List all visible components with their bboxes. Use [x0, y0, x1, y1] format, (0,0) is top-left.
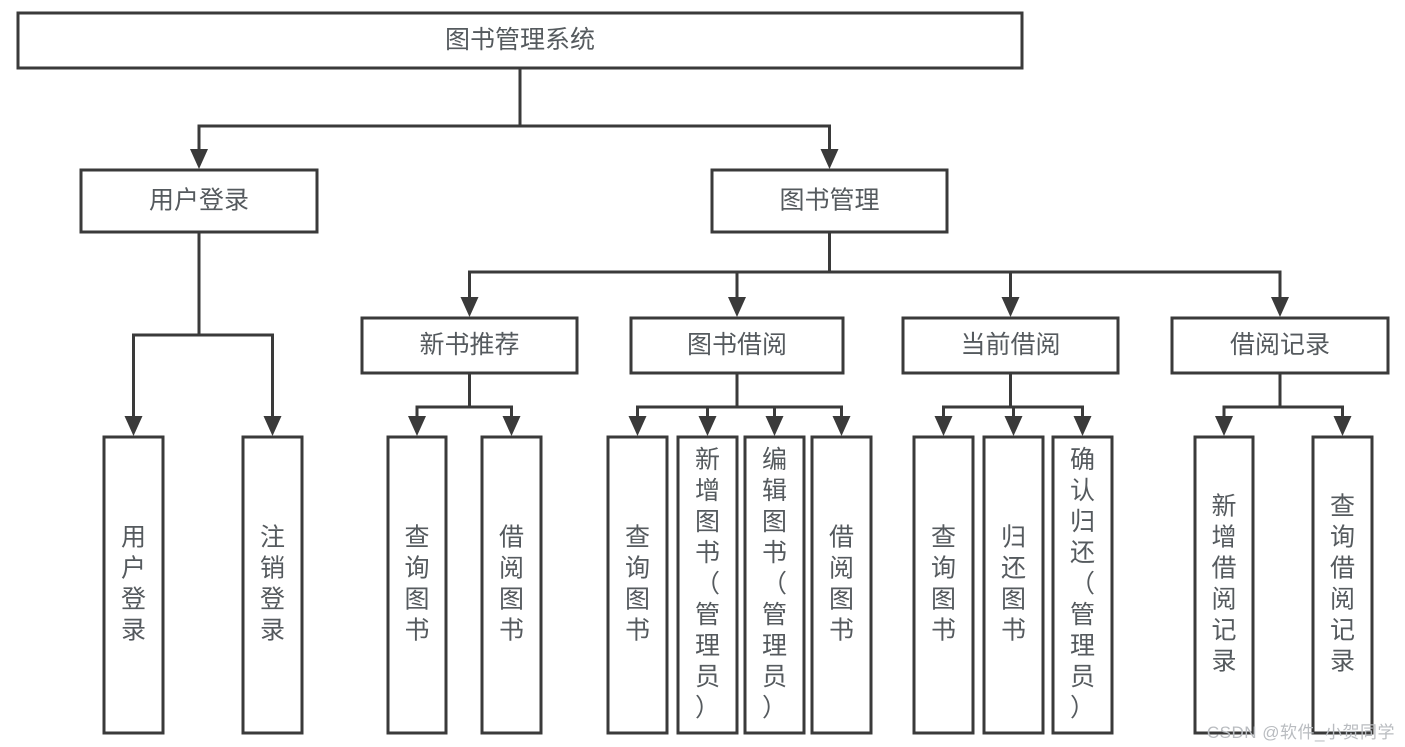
connector-lines — [124, 66, 1352, 436]
node-new-book-rec-label: 新书推荐 — [419, 331, 519, 359]
node-leaf-borrow-book[interactable]: 借阅图书 — [810, 435, 873, 735]
node-leaf-add-record-label: 新增借阅记录 — [1211, 492, 1236, 675]
node-root-box[interactable] — [16, 11, 1024, 70]
arrow-head-icon — [628, 416, 647, 436]
node-current-borrow-box[interactable] — [901, 316, 1120, 375]
node-leaf-add-book[interactable]: 新增图书（管理员） — [676, 435, 739, 735]
node-current-borrow[interactable]: 当前借阅 — [901, 316, 1120, 375]
node-leaf-edit-book[interactable]: 编辑图书（管理员） — [743, 435, 806, 735]
arrow-head-icon — [502, 416, 521, 436]
arrow-head-icon — [124, 416, 143, 436]
arrow-head-icon — [460, 297, 479, 317]
node-book-manage-label: 图书管理 — [779, 187, 879, 215]
node-leaf-return-book-box[interactable] — [982, 435, 1045, 735]
node-leaf-query-book-rec-box[interactable] — [386, 435, 448, 735]
node-leaf-query-book-borrow[interactable]: 查询图书 — [606, 435, 669, 735]
node-book-borrow[interactable]: 图书借阅 — [629, 316, 845, 375]
node-leaf-query-record[interactable]: 查询借阅记录 — [1311, 435, 1374, 735]
arrow-head-icon — [1001, 297, 1020, 317]
node-user-login-label: 用户登录 — [149, 187, 249, 215]
arrow-head-icon — [1271, 297, 1289, 317]
node-leaf-query-book-cur[interactable]: 查询图书 — [912, 435, 975, 735]
node-leaf-query-record-box[interactable] — [1311, 435, 1374, 735]
node-leaf-query-book-cur-label: 查询图书 — [931, 523, 956, 644]
node-leaf-borrow-book-box[interactable] — [810, 435, 873, 735]
node-borrow-record[interactable]: 借阅记录 — [1170, 316, 1390, 375]
node-leaf-borrow-book-rec[interactable]: 借阅图书 — [480, 435, 543, 735]
node-current-borrow-label: 当前借阅 — [960, 331, 1060, 359]
node-leaf-confirm-return-label: 确认归还（管理员） — [1070, 446, 1095, 722]
arrow-head-icon — [934, 416, 953, 436]
node-leaf-query-book-rec[interactable]: 查询图书 — [386, 435, 448, 735]
node-book-manage[interactable]: 图书管理 — [710, 168, 949, 234]
node-leaf-logout[interactable]: 注销登录 — [241, 435, 304, 735]
node-root-label: 图书管理系统 — [445, 26, 595, 54]
node-borrow-record-label: 借阅记录 — [1230, 331, 1330, 359]
node-leaf-add-record[interactable]: 新增借阅记录 — [1193, 435, 1255, 735]
node-user-login[interactable]: 用户登录 — [79, 168, 319, 234]
node-leaf-borrow-book-label: 借阅图书 — [829, 523, 854, 644]
node-book-manage-box[interactable] — [710, 168, 949, 234]
node-leaf-user-login-label: 用户登录 — [121, 523, 146, 644]
node-book-borrow-label: 图书借阅 — [687, 331, 787, 359]
node-borrow-record-box[interactable] — [1170, 316, 1390, 375]
node-leaf-add-book-box[interactable] — [676, 435, 739, 735]
node-new-book-rec[interactable]: 新书推荐 — [360, 316, 579, 375]
node-leaf-borrow-book-rec-label: 借阅图书 — [499, 523, 524, 644]
node-leaf-add-book-label: 新增图书（管理员） — [695, 446, 720, 722]
arrow-head-icon — [820, 149, 839, 169]
node-leaf-query-record-label: 查询借阅记录 — [1330, 492, 1355, 675]
arrow-head-icon — [408, 416, 426, 436]
node-leaf-query-book-cur-box[interactable] — [912, 435, 975, 735]
arrow-head-icon — [698, 416, 717, 436]
node-new-book-rec-box[interactable] — [360, 316, 579, 375]
node-leaf-confirm-return-box[interactable] — [1051, 435, 1114, 735]
arrow-head-icon — [832, 416, 851, 436]
node-leaf-user-login-box[interactable] — [102, 435, 165, 735]
node-leaf-edit-book-box[interactable] — [743, 435, 806, 735]
node-leaf-return-book[interactable]: 归还图书 — [982, 435, 1045, 735]
node-leaf-query-book-borrow-label: 查询图书 — [625, 523, 650, 644]
node-leaf-confirm-return[interactable]: 确认归还（管理员） — [1051, 435, 1114, 735]
arrow-head-icon — [1215, 416, 1233, 436]
node-root[interactable]: 图书管理系统 — [16, 11, 1024, 70]
node-leaf-edit-book-label: 编辑图书（管理员） — [762, 446, 787, 722]
arrow-head-icon — [263, 416, 282, 436]
arrow-head-icon — [190, 149, 208, 169]
node-leaf-add-record-box[interactable] — [1193, 435, 1255, 735]
arrow-head-icon — [1333, 416, 1352, 436]
node-leaf-borrow-book-rec-box[interactable] — [480, 435, 543, 735]
node-leaf-logout-box[interactable] — [241, 435, 304, 735]
node-leaf-query-book-rec-label: 查询图书 — [404, 523, 429, 644]
node-leaf-query-book-borrow-box[interactable] — [606, 435, 669, 735]
node-boxes: 图书管理系统用户登录图书管理新书推荐图书借阅当前借阅借阅记录用户登录注销登录查询… — [16, 11, 1390, 735]
arrow-head-icon — [728, 297, 746, 317]
arrow-head-icon — [765, 416, 784, 436]
node-book-borrow-box[interactable] — [629, 316, 845, 375]
node-user-login-box[interactable] — [79, 168, 319, 234]
arrow-head-icon — [1004, 416, 1023, 436]
node-leaf-user-login[interactable]: 用户登录 — [102, 435, 165, 735]
arrow-head-icon — [1073, 416, 1092, 436]
node-leaf-logout-label: 注销登录 — [260, 523, 285, 644]
node-leaf-return-book-label: 归还图书 — [1001, 523, 1026, 644]
watermark-text: CSDN @软件_小贺同学 — [1206, 723, 1395, 742]
